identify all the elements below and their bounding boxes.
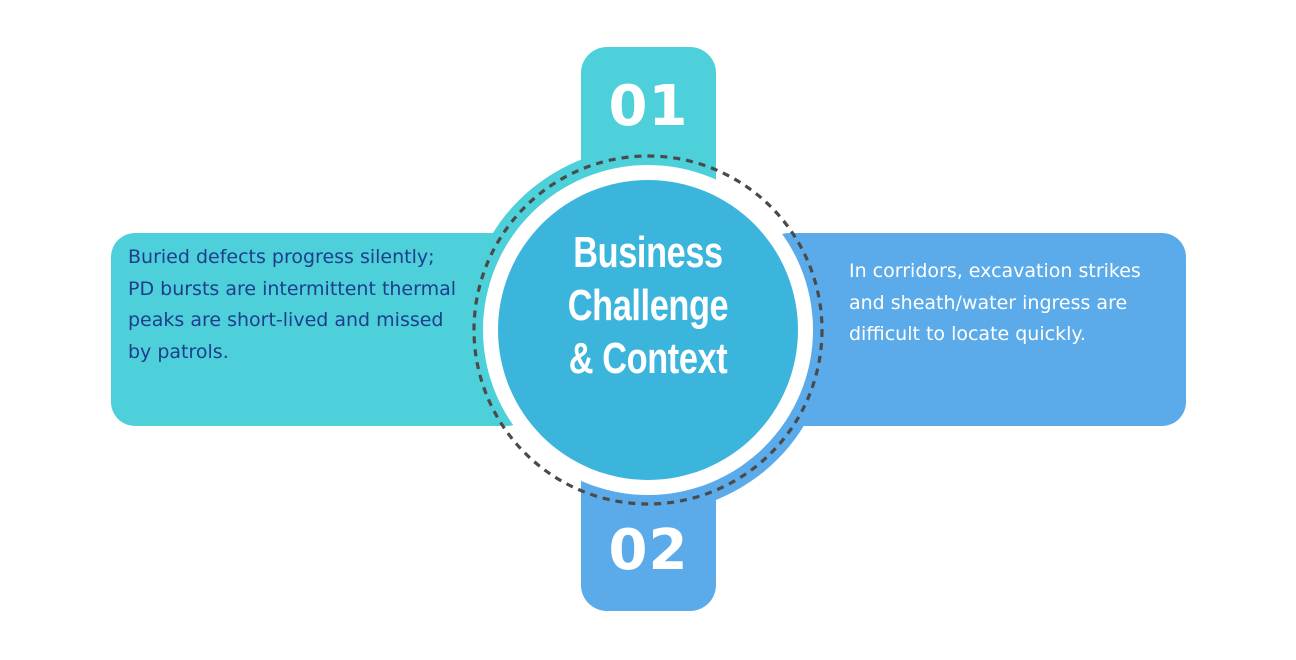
outer-ring-teal [465,147,716,426]
tab-01-number: 01 [608,74,689,139]
dashed-ring [472,154,824,506]
center-title-line-2: Challenge [567,281,729,330]
right-card-text: In corridors, excavation strikes and she… [849,260,1141,345]
center-title: Business Challenge & Context [531,226,765,385]
right-card [765,233,1186,426]
tab-02-number: 02 [608,518,689,583]
center-title-line-3: & Context [568,334,728,383]
center-title-line-1: Business [573,228,723,277]
outer-ring-blue [581,233,831,513]
left-card [111,233,531,426]
center-circle [498,180,798,480]
left-card-text: Buried defects progress silently; PD bur… [128,246,457,363]
